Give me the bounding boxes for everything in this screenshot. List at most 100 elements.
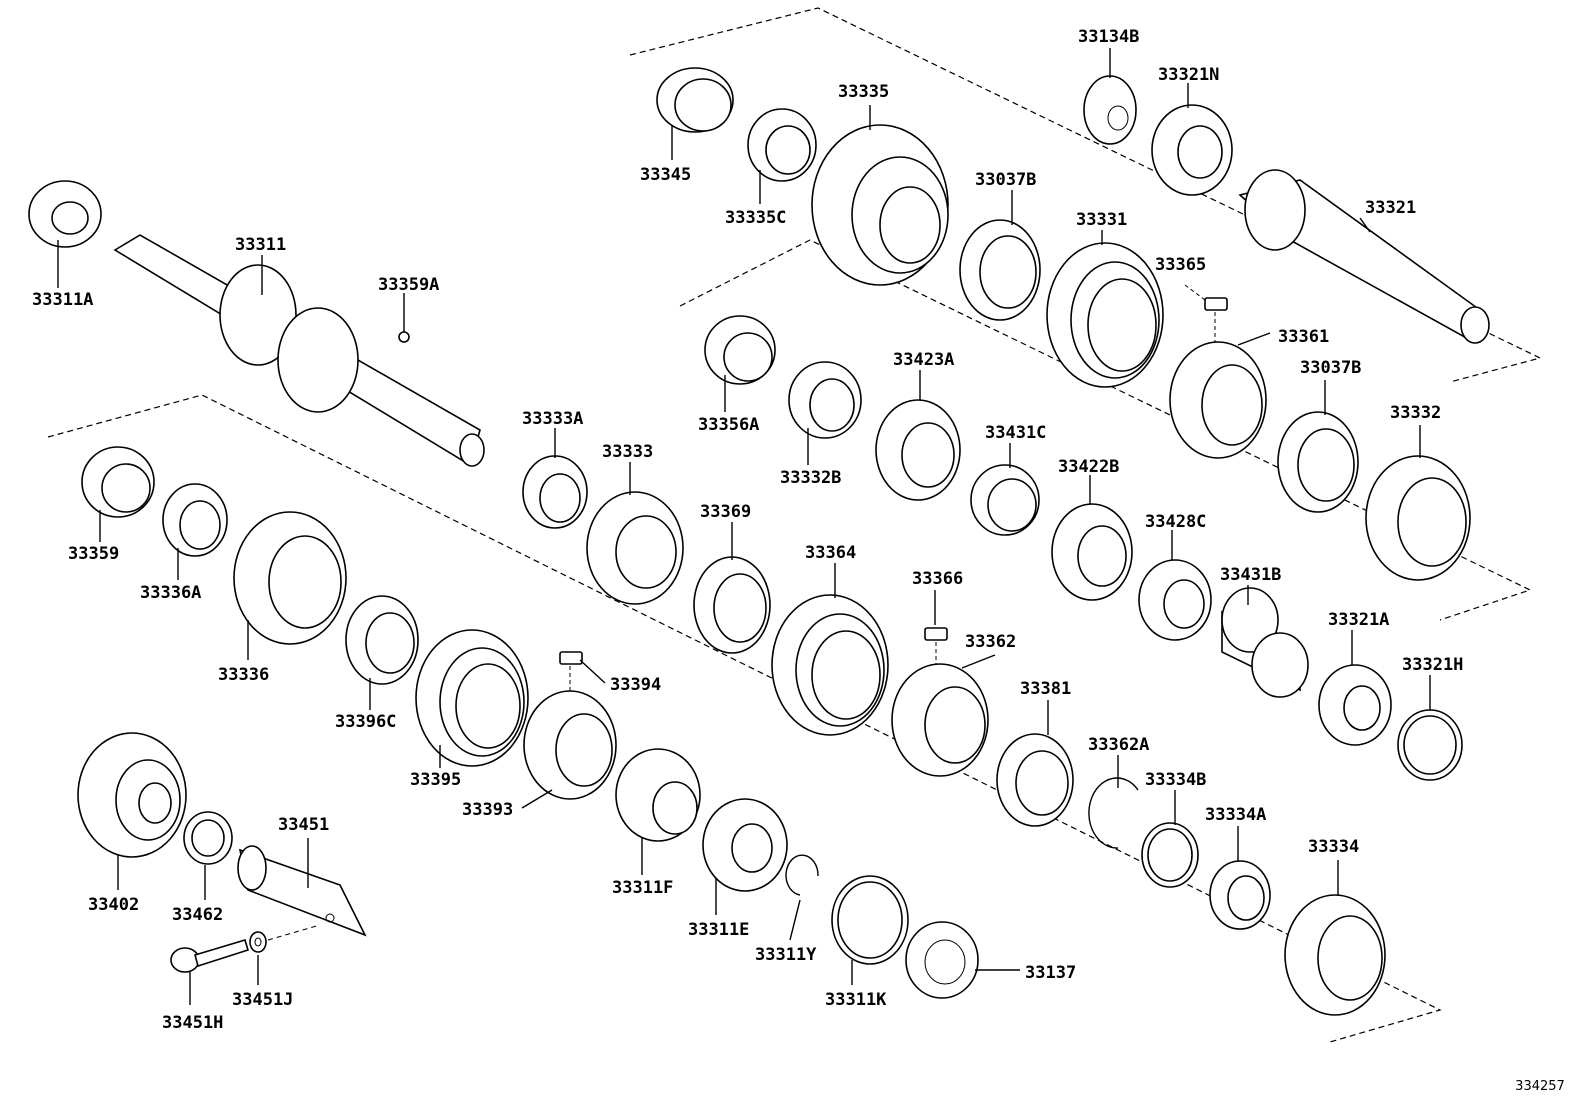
label-33332: 33332 — [1390, 403, 1441, 423]
label-33311: 33311 — [235, 235, 286, 255]
label-33311Y: 33311Y — [755, 945, 817, 965]
label-33366: 33366 — [912, 569, 963, 589]
part-33396C-synchro-ring — [345, 595, 419, 710]
label-33334A: 33334A — [1205, 805, 1266, 825]
label-33332B: 33332B — [780, 468, 841, 488]
part-33359-sleeve — [81, 446, 155, 542]
part-33335-gear — [811, 105, 949, 286]
label-33321: 33321 — [1365, 198, 1416, 218]
label-33369: 33369 — [700, 502, 751, 522]
label-33333A: 33333A — [522, 409, 583, 429]
part-33361-clutch-hub — [1169, 332, 1271, 459]
label-33359: 33359 — [68, 544, 119, 564]
part-33321-output-shaft — [1238, 169, 1490, 344]
label-33331: 33331 — [1076, 210, 1127, 230]
label-33423A: 33423A — [893, 350, 954, 370]
part-33321H-ring — [1397, 675, 1463, 781]
part-33451J-washer — [249, 924, 321, 985]
label-33334: 33334 — [1308, 837, 1359, 857]
part-33394-key — [559, 651, 606, 700]
label-33345: 33345 — [640, 165, 691, 185]
part-33336-gear — [233, 511, 347, 660]
label-33451H: 33451H — [162, 1013, 223, 1033]
part-33395-hub-sleeve — [415, 629, 529, 768]
label-33356A: 33356A — [698, 415, 759, 435]
part-33366-key — [924, 590, 948, 672]
part-33451-idler-shaft — [237, 838, 367, 937]
label-33321N: 33321N — [1158, 65, 1219, 85]
part-33393-clutch-hub — [521, 690, 617, 809]
label-33321A: 33321A — [1328, 610, 1389, 630]
part-33334A-bearing — [1209, 826, 1271, 930]
part-33336A-bearing — [162, 483, 228, 580]
label-33422B: 33422B — [1058, 457, 1119, 477]
part-33402-gear — [77, 732, 187, 890]
label-33134B: 33134B — [1078, 27, 1139, 47]
part-33311K-ring — [831, 875, 909, 985]
label-33336: 33336 — [218, 665, 269, 685]
label-33394: 33394 — [610, 675, 661, 695]
label-33365: 33365 — [1155, 255, 1206, 275]
part-33311Y-snap-ring — [785, 854, 819, 941]
part-33332B-bearing — [788, 361, 862, 465]
part-33345-sleeve — [656, 67, 734, 160]
part-33365-key — [1184, 284, 1228, 360]
part-33331-hub-sleeve — [1046, 230, 1164, 388]
label-33311E: 33311E — [688, 920, 749, 940]
label-33311A: 33311A — [32, 290, 93, 310]
label-33311F: 33311F — [612, 878, 673, 898]
part-33311A-bearing — [28, 180, 102, 288]
part-33359A-ball — [398, 293, 410, 343]
label-33335C: 33335C — [725, 208, 786, 228]
part-33364-hub-sleeve — [771, 563, 889, 736]
label-33311K: 33311K — [825, 990, 887, 1010]
part-labels: 33134B 33321N 33335 33345 33335C 33037B … — [32, 27, 1463, 1033]
part-33356A-sleeve — [704, 315, 776, 412]
part-33451H-bolt — [170, 939, 249, 1005]
label-33333: 33333 — [602, 442, 653, 462]
label-33334B: 33334B — [1145, 770, 1206, 790]
label-33362: 33362 — [965, 632, 1016, 652]
label-33037B-top: 33037B — [975, 170, 1036, 190]
part-33333-gear — [586, 462, 684, 605]
label-33359A: 33359A — [378, 275, 439, 295]
reference-code: 334257 — [1515, 1079, 1565, 1094]
part-33137-washer — [905, 921, 1020, 999]
label-33431C: 33431C — [985, 423, 1046, 443]
part-33311-input-shaft — [113, 234, 485, 467]
label-33137: 33137 — [1025, 963, 1076, 983]
part-33431C-sleeve — [970, 443, 1040, 536]
part-33362A-snap-ring — [1088, 755, 1139, 849]
part-33428C-gear — [1138, 530, 1212, 641]
label-33451J: 33451J — [232, 990, 293, 1010]
part-33334-gear — [1284, 860, 1386, 1016]
part-33335C-bearing — [747, 108, 817, 204]
label-33395: 33395 — [410, 770, 461, 790]
label-33362A: 33362A — [1088, 735, 1149, 755]
part-33462-ring — [183, 811, 233, 900]
part-33311E-bearing — [702, 798, 788, 915]
part-33422B-gear — [1051, 475, 1133, 601]
label-33361: 33361 — [1278, 327, 1329, 347]
part-33334B-ring — [1141, 790, 1199, 888]
part-33134B-snap-ring — [1083, 48, 1137, 145]
part-33037B-synchro-ring-b — [1277, 380, 1359, 513]
label-33402: 33402 — [88, 895, 139, 915]
label-33462: 33462 — [172, 905, 223, 925]
label-33321H: 33321H — [1402, 655, 1463, 675]
label-33037B-mid: 33037B — [1300, 358, 1361, 378]
part-33369-synchro-ring — [693, 522, 771, 654]
part-33423A-gear — [875, 370, 961, 501]
part-33321A-bearing — [1318, 630, 1392, 746]
part-33362-clutch-hub — [891, 654, 996, 777]
part-33037B-synchro-ring-a — [959, 190, 1041, 321]
part-33332-gear — [1365, 425, 1471, 581]
part-33431B-sleeve — [1221, 585, 1309, 698]
label-33428C: 33428C — [1145, 512, 1206, 532]
label-33451: 33451 — [278, 815, 329, 835]
label-33396C: 33396C — [335, 712, 396, 732]
label-33381: 33381 — [1020, 679, 1071, 699]
part-33333A-bearing — [522, 428, 588, 529]
part-33311F-retainer — [615, 748, 701, 875]
